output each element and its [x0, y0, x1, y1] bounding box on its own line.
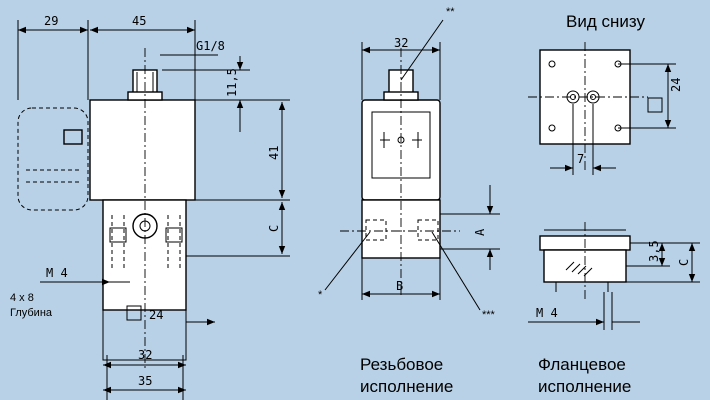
dim-m4: M 4 — [46, 266, 68, 280]
dim-a: A — [473, 228, 487, 236]
bottom-view: Вид снизу 24 7 — [528, 12, 683, 175]
square-symbol — [126, 305, 142, 321]
valve-body — [102, 199, 187, 311]
dim-35: 35 — [138, 374, 152, 388]
dim-flange-c: C — [677, 259, 691, 266]
connector-outline — [17, 107, 89, 211]
label-flanged-2: исполнение — [538, 377, 631, 396]
dim-bottom-7: 7 — [577, 152, 584, 166]
dim-c: C — [267, 225, 281, 232]
dim-square-24: 24 — [149, 308, 163, 322]
dim-29: 29 — [44, 14, 58, 28]
label-flanged-1: Фланцевое — [538, 355, 626, 374]
flange-view: 3,5 C M 4 Фланцевое исполнение — [528, 222, 700, 396]
label-threaded-1: Резьбовое — [360, 355, 443, 374]
dim-g1-8: G1/8 — [196, 39, 225, 53]
mark-star-1: * — [318, 289, 323, 301]
side-view: 29 45 G1/8 11,5 41 C M 4 4 x 8 Глубина 2… — [10, 14, 290, 400]
mark-star-3: *** — [482, 309, 496, 321]
label-bottom-view: Вид снизу — [566, 12, 645, 31]
dim-flange-3-5: 3,5 — [647, 240, 661, 262]
dim-45: 45 — [132, 14, 146, 28]
front-view: 32 A B * ** *** Резьбовое исполнение — [318, 6, 500, 396]
label-threaded-2: исполнение — [360, 377, 453, 396]
dim-4x8: 4 x 8 — [10, 292, 34, 304]
dim-front-32: 32 — [394, 36, 408, 50]
mark-star-2: ** — [446, 6, 455, 18]
label-depth: Глубина — [10, 307, 53, 319]
dim-32: 32 — [138, 348, 152, 362]
dim-11-5: 11,5 — [225, 68, 239, 97]
dim-bottom-24: 24 — [669, 78, 683, 92]
dim-b: B — [396, 279, 403, 293]
coil-body — [89, 99, 196, 201]
dim-flange-m4: M 4 — [536, 306, 558, 320]
bottom-square-symbol — [647, 97, 663, 113]
dim-41: 41 — [267, 146, 281, 160]
